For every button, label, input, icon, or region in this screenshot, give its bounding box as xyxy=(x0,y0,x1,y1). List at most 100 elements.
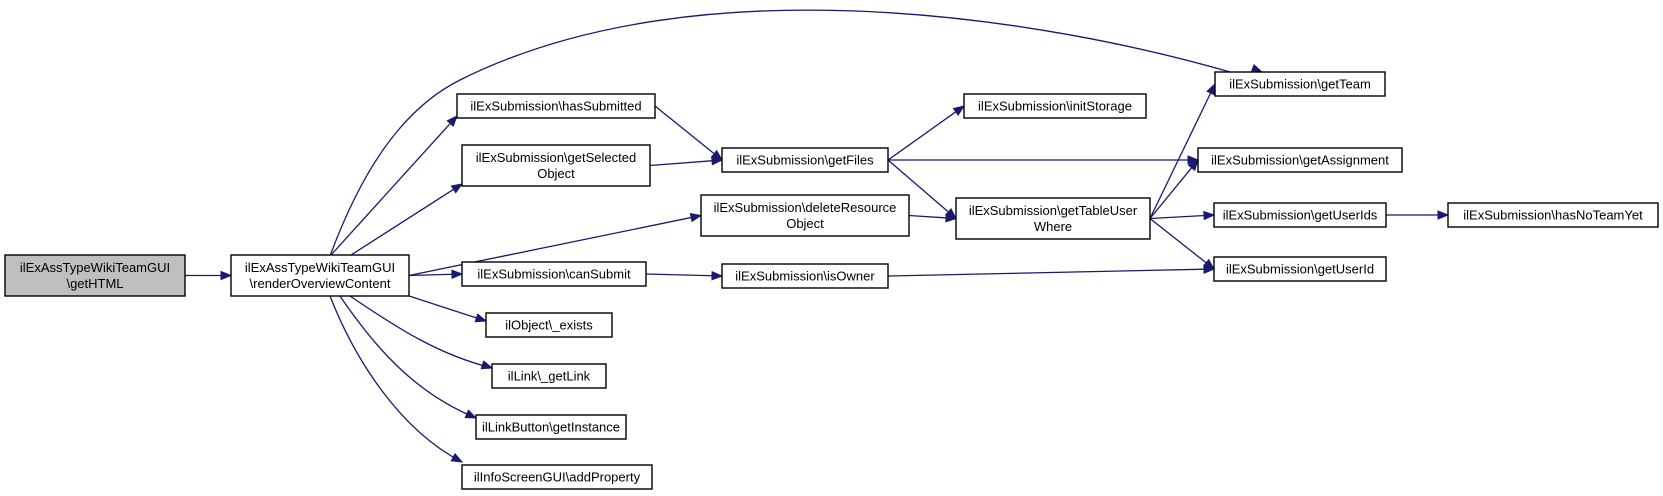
node-box xyxy=(485,312,613,338)
node-box xyxy=(1214,71,1386,97)
node-box xyxy=(721,263,889,289)
edge-n13-n15 xyxy=(1149,158,1199,219)
edge-line xyxy=(887,159,950,214)
node-label: ilExSubmission\getSelected xyxy=(476,150,636,165)
arrow-head xyxy=(450,452,464,463)
edge-line xyxy=(329,9,1231,257)
node-box xyxy=(1213,256,1387,282)
edge-line xyxy=(350,188,455,256)
arrow-head xyxy=(446,115,458,127)
node-box xyxy=(461,144,651,187)
node-n0[interactable]: ilExAssTypeWikiTeamGUI\getHTML xyxy=(4,254,186,297)
edge-line xyxy=(408,273,454,277)
node-box xyxy=(700,194,910,237)
edge-n6-n14 xyxy=(645,270,724,281)
edge-n1-n6 xyxy=(408,269,464,280)
node-box xyxy=(491,363,607,389)
edge-n1-n3 xyxy=(330,115,458,256)
edge-line xyxy=(887,268,1206,277)
node-n17[interactable]: ilExSubmission\getUserId xyxy=(1213,256,1387,282)
node-label: \renderOverviewContent xyxy=(250,276,391,291)
node-n2[interactable]: ilExSubmission\getTeam xyxy=(1214,71,1386,97)
node-n14[interactable]: ilExSubmission\isOwner xyxy=(721,263,889,289)
node-label: ilObject\_exists xyxy=(505,318,593,333)
edge-n1-n4 xyxy=(350,183,464,256)
node-label: ilExSubmission\initStorage xyxy=(978,99,1132,114)
node-n16[interactable]: ilExSubmission\getUserIds xyxy=(1213,202,1387,228)
node-label: ilLinkButton\getInstance xyxy=(482,420,620,435)
arrow-head xyxy=(480,360,494,370)
node-n15[interactable]: ilExSubmission\getAssignment xyxy=(1197,147,1403,173)
node-n11[interactable]: ilExSubmission\getFiles xyxy=(721,147,889,173)
arrow-head xyxy=(464,409,478,419)
node-n9[interactable]: ilLinkButton\getInstance xyxy=(475,414,627,440)
edge-n0-n1 xyxy=(185,270,233,281)
edge-line xyxy=(329,295,463,463)
edge-n13-n16 xyxy=(1149,210,1216,221)
arrow-head xyxy=(944,208,958,220)
node-label: ilExSubmission\getAssignment xyxy=(1211,153,1389,168)
edge-line xyxy=(408,295,478,319)
node-box xyxy=(1447,202,1659,228)
edge-n11-n15 xyxy=(888,155,1200,165)
node-label: ilExSubmission\canSubmit xyxy=(477,267,631,282)
node-box xyxy=(461,261,647,287)
edge-line xyxy=(1149,91,1212,219)
edge-line xyxy=(1149,214,1206,220)
arrow-head xyxy=(450,183,464,194)
node-box xyxy=(230,254,410,297)
node-label: ilExAssTypeWikiTeamGUI xyxy=(20,260,170,275)
node-n3[interactable]: ilExSubmission\hasSubmitted xyxy=(456,93,656,119)
node-label: ilInfoScreenGUI\addProperty xyxy=(474,470,641,485)
edge-n4-n11 xyxy=(649,156,724,167)
edge-line xyxy=(649,160,714,167)
node-n1[interactable]: ilExAssTypeWikiTeamGUI\renderOverviewCon… xyxy=(230,254,410,297)
arrow-head xyxy=(474,313,488,323)
node-box xyxy=(1197,147,1403,173)
node-label: \getHTML xyxy=(66,276,123,291)
node-label: Object xyxy=(537,166,575,181)
node-label: Where xyxy=(1034,219,1072,234)
node-label: ilLink\_getLink xyxy=(508,369,591,384)
node-n7[interactable]: ilObject\_exists xyxy=(485,312,613,338)
node-box xyxy=(955,197,1151,240)
arrow-head xyxy=(1187,155,1200,165)
node-label: ilExSubmission\deleteResource xyxy=(714,200,897,215)
node-box xyxy=(1213,202,1387,228)
node-label: ilExSubmission\getFiles xyxy=(736,153,874,168)
edge-line xyxy=(1149,217,1208,264)
nodes-layer: ilExAssTypeWikiTeamGUI\getHTMLilExAssTyp… xyxy=(4,71,1659,490)
edge-n14-n17 xyxy=(887,264,1216,277)
node-n10[interactable]: ilInfoScreenGUI\addProperty xyxy=(461,464,653,490)
arrow-head xyxy=(1250,63,1264,73)
arrow-head xyxy=(1203,210,1216,221)
node-label: ilExSubmission\getTeam xyxy=(1229,77,1371,92)
node-n12[interactable]: ilExSubmission\initStorage xyxy=(963,93,1147,119)
edge-line xyxy=(339,295,477,419)
node-n18[interactable]: ilExSubmission\hasNoTeamYet xyxy=(1447,202,1659,228)
node-box xyxy=(475,414,627,440)
edge-n11-n12 xyxy=(887,105,966,161)
node-label: ilExSubmission\getUserIds xyxy=(1223,208,1378,223)
edge-line xyxy=(408,216,693,277)
node-box xyxy=(721,147,889,173)
node-box xyxy=(963,93,1147,119)
node-label: ilExAssTypeWikiTeamGUI xyxy=(245,260,395,275)
arrow-head xyxy=(1206,82,1216,96)
node-n8[interactable]: ilLink\_getLink xyxy=(491,363,607,389)
node-n6[interactable]: ilExSubmission\canSubmit xyxy=(461,261,647,287)
edge-n11-n13 xyxy=(887,159,958,220)
node-box xyxy=(461,464,653,490)
arrow-head xyxy=(689,212,703,223)
edge-n1-n9 xyxy=(339,295,478,419)
node-label: ilExSubmission\getTableUser xyxy=(969,203,1138,218)
edge-n1-n7 xyxy=(408,295,488,323)
node-box xyxy=(456,93,656,119)
arrow-head xyxy=(711,270,724,281)
edge-n1-n8 xyxy=(349,295,494,370)
arrow-head xyxy=(952,105,966,116)
